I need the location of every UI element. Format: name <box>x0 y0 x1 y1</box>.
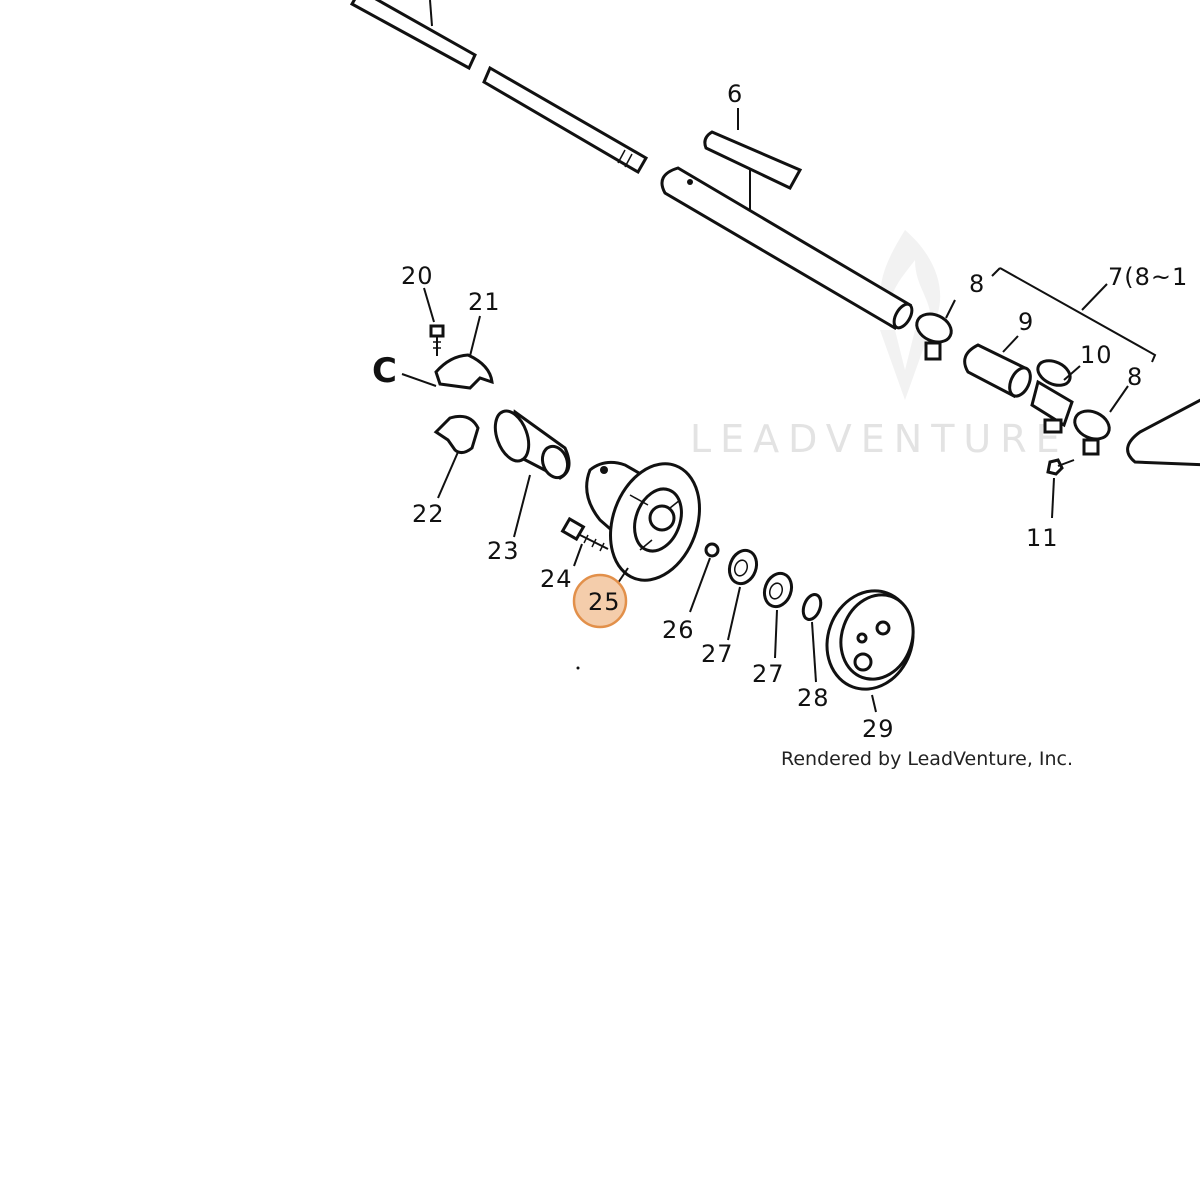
part-28-snap-ring <box>801 592 823 622</box>
watermark-logo-icon <box>880 230 941 400</box>
callouts: 6 7(8~1 8 9 10 8 11 20 21 C 22 23 24 25 … <box>372 80 1188 743</box>
callout-9[interactable]: 9 <box>1018 308 1034 336</box>
callout-10[interactable]: 10 <box>1080 341 1113 369</box>
callout-26[interactable]: 26 <box>662 616 695 644</box>
callout-c[interactable]: C <box>372 351 397 391</box>
lower-tube <box>1126 398 1200 467</box>
callout-22[interactable]: 22 <box>412 500 445 528</box>
part-6-sleeve <box>703 130 803 190</box>
callout-27-a[interactable]: 27 <box>701 640 734 668</box>
part-24-bolt <box>560 516 609 552</box>
part-29-drum <box>825 589 915 691</box>
callout-27-b[interactable]: 27 <box>752 660 785 688</box>
drive-tube <box>660 166 914 331</box>
part-20-bolt <box>429 324 445 356</box>
highlight-marker[interactable] <box>572 573 628 629</box>
part-10-clamp <box>1030 359 1074 434</box>
part-23-hub <box>493 409 571 480</box>
callout-28[interactable]: 28 <box>797 684 830 712</box>
part-11-screw <box>1046 458 1075 476</box>
callout-20[interactable]: 20 <box>401 262 434 290</box>
part-22-bracket <box>433 414 480 455</box>
part-8-clamp-b <box>1073 409 1111 456</box>
callout-6[interactable]: 6 <box>727 80 743 108</box>
callout-25[interactable]: 25 <box>588 588 621 616</box>
part-25-housing <box>585 460 701 582</box>
callout-11[interactable]: 11 <box>1026 524 1059 552</box>
callout-7[interactable]: 7(8~1 <box>1108 263 1188 291</box>
callout-29[interactable]: 29 <box>862 715 895 743</box>
callout-21[interactable]: 21 <box>468 288 501 316</box>
part-21-clamp <box>434 353 494 390</box>
part-9-sleeve <box>963 343 1032 399</box>
part-26-clip <box>704 542 720 558</box>
watermark-text: LEADVENTURE <box>690 417 1069 461</box>
bracket-7 <box>991 267 1157 363</box>
callout-24[interactable]: 24 <box>540 565 573 593</box>
callout-8-b[interactable]: 8 <box>1127 363 1143 391</box>
callout-8-a[interactable]: 8 <box>969 270 985 298</box>
speck <box>576 666 580 670</box>
leader-lines <box>401 108 1129 713</box>
upper-shaft <box>349 0 649 175</box>
credit-text: Rendered by LeadVenture, Inc. <box>781 748 1073 770</box>
callout-23[interactable]: 23 <box>487 537 520 565</box>
part-27-bearing-b <box>762 571 794 609</box>
part-27-bearing-a <box>727 548 759 586</box>
part-8-clamp-a <box>915 312 953 361</box>
